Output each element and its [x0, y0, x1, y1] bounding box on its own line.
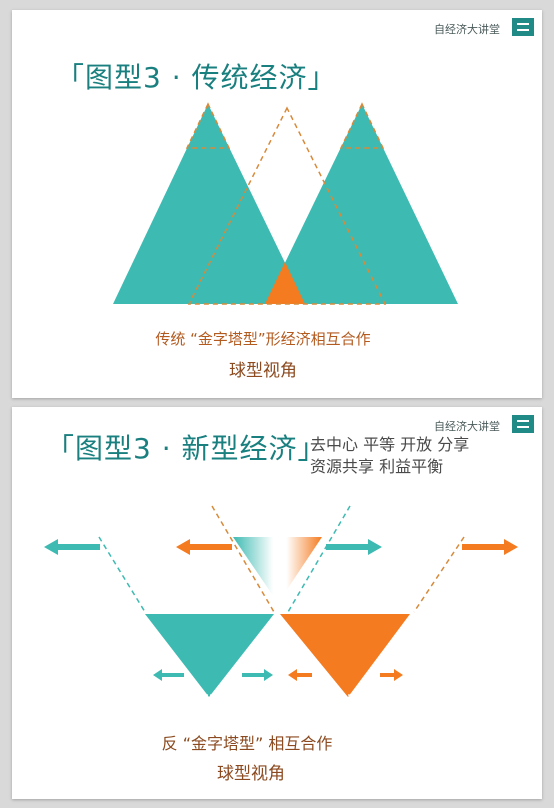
gradient-inverted-triangle — [233, 537, 322, 603]
left-teal-pyramid — [113, 104, 305, 304]
tagline-line1: 去中心 平等 开放 分享 — [310, 435, 470, 454]
caption-line2: 球型视角 — [217, 764, 285, 784]
caption-line2: 球型视角 — [229, 361, 297, 381]
pyramid-diagram — [113, 102, 458, 305]
center-dashed-triangle — [187, 106, 387, 305]
left-teal-inverted-pyramid — [145, 614, 274, 697]
slide-new-economy: 自经济大讲堂 「图型3 · 新型经济」 去中心 平等 开放 分享 资源共享 利益… — [12, 407, 542, 799]
right-inner-dashed-line — [287, 505, 351, 613]
far-left-teal-arrow — [44, 539, 100, 555]
right-orange-inverted-pyramid — [280, 614, 410, 697]
small-left-orange-arrow — [288, 669, 312, 681]
menu-icon[interactable] — [512, 415, 534, 433]
slide-title: 「图型3 · 新型经济」 — [46, 432, 327, 465]
orange-overlap-triangle — [265, 262, 305, 304]
small-right-teal-arrow — [242, 669, 273, 681]
mid-left-orange-arrow — [176, 539, 232, 555]
right-outer-dashed-line — [413, 536, 465, 613]
slide-traditional-economy: 自经济大讲堂 「图型3 · 传统经济」 传统 “金字塔型”形经济相互合作 球型视… — [12, 10, 542, 398]
brand-label: 自经济大讲堂 — [434, 420, 500, 433]
inverted-pyramid-diagram — [44, 505, 518, 697]
tagline-line2: 资源共享 利益平衡 — [310, 457, 444, 476]
slide-title: 「图型3 · 传统经济」 — [56, 61, 337, 94]
caption-line1: 传统 “金字塔型”形经济相互合作 — [155, 330, 371, 348]
brand-label: 自经济大讲堂 — [434, 23, 500, 36]
left-inner-dashed-line — [211, 505, 275, 613]
small-right-orange-arrow — [380, 669, 403, 681]
left-outer-dashed-line — [98, 536, 146, 613]
far-right-orange-arrow — [462, 539, 518, 555]
mid-right-teal-arrow — [326, 539, 382, 555]
menu-icon[interactable] — [512, 18, 534, 36]
right-teal-pyramid — [265, 104, 458, 304]
small-left-teal-arrow — [153, 669, 184, 681]
caption-line1: 反 “金字塔型” 相互合作 — [161, 734, 333, 753]
